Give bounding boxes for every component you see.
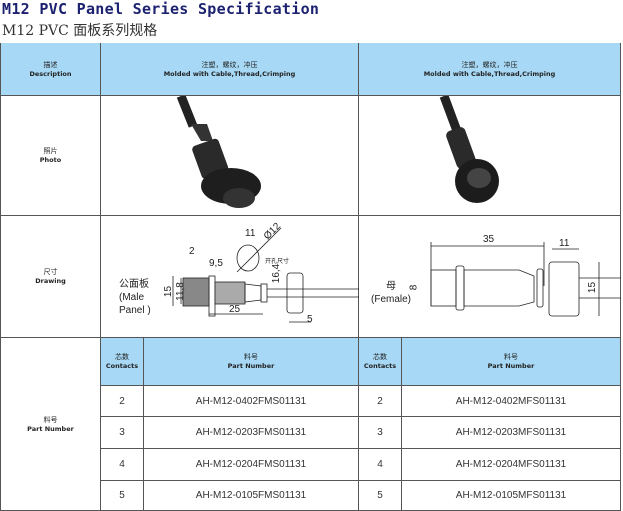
- table-row-2-contacts-female: 3: [359, 417, 402, 449]
- table-row-3-part-male: AH-M12-0204FMS01131: [144, 449, 359, 481]
- table-row-2-part-female: AH-M12-0203MFS01131: [402, 417, 621, 449]
- header-male-en: Molded with Cable,Thread,Crimping: [163, 69, 296, 78]
- photo-male-cell: [101, 96, 359, 216]
- table-row-1-part-female: AH-M12-0402MFS01131: [402, 386, 621, 417]
- dim-9-5: 9,5: [209, 258, 223, 269]
- dim-8: 8: [408, 284, 420, 291]
- table-row-4-part-male: AH-M12-0105FMS01131: [144, 481, 359, 511]
- table-row-1-contacts-female: 2: [359, 386, 402, 417]
- header-female: 注塑，螺纹，冲压 Molded with Cable,Thread,Crimpi…: [359, 43, 621, 96]
- dim-11-female: 11: [559, 238, 570, 249]
- header-description: 描述 Description: [0, 43, 101, 96]
- header-desc-cn: 描述: [43, 60, 58, 69]
- pn-cn-1: 料号: [244, 353, 258, 361]
- contacts-en-1: Contacts: [105, 362, 139, 370]
- header-male-cn: 注塑，螺纹，冲压: [201, 60, 258, 69]
- pn-label-cn: 料号: [43, 415, 58, 424]
- table-row-4-part-female: AH-M12-0105MFS01131: [402, 481, 621, 511]
- drawing-label: 尺寸 Drawing: [0, 216, 101, 338]
- drawing-female-cell: 母 (Female) 35 11 8 15: [359, 216, 621, 338]
- header-female-cn: 注塑，螺纹，冲压: [461, 60, 518, 69]
- dim-5: 5: [307, 314, 313, 325]
- dim-25: 25: [229, 304, 241, 315]
- table-row-1-contacts-male: 2: [101, 386, 144, 417]
- dim-35: 35: [483, 234, 495, 245]
- table-row-2-part-male: AH-M12-0203FMS01131: [144, 417, 359, 449]
- drawing-cn: 尺寸: [43, 268, 58, 276]
- pn-en-1: Part Number: [227, 362, 275, 370]
- table-row-3-contacts-female: 4: [359, 449, 402, 481]
- dim-2: 2: [189, 246, 195, 257]
- dim-11-8: 11,8: [174, 282, 186, 301]
- pn-header-1: 料号 Part Number: [144, 338, 359, 386]
- table-row-4-contacts-female: 5: [359, 481, 402, 511]
- contacts-cn-1: 芯数: [115, 353, 129, 361]
- male-label-en2: Panel ): [119, 305, 151, 316]
- pn-cn-2: 料号: [504, 353, 518, 361]
- dim-16-4: 16,4: [271, 263, 283, 284]
- drawing-en: Drawing: [35, 277, 66, 285]
- contacts-cn-2: 芯数: [373, 353, 387, 361]
- contacts-header-1: 芯数 Contacts: [101, 338, 144, 386]
- contacts-en-2: Contacts: [363, 362, 397, 370]
- male-label-cn: 公面板: [119, 279, 149, 290]
- header-male: 注塑，螺纹，冲压 Molded with Cable,Thread,Crimpi…: [101, 43, 359, 96]
- pn-header-2: 料号 Part Number: [402, 338, 621, 386]
- part-number-label: 料号 Part Number: [0, 338, 101, 511]
- table-row-1-part-male: AH-M12-0402FMS01131: [144, 386, 359, 417]
- female-connector-photo: [439, 96, 499, 203]
- photo-female-cell: [359, 96, 621, 216]
- hole-size-label: 开孔尺寸: [265, 259, 290, 265]
- male-connector-photo: [176, 96, 261, 208]
- table-row-3-contacts-male: 4: [101, 449, 144, 481]
- drawing-male-cell: 公面板 (Male Panel ) 2 9,5 11 Ø12 开孔尺寸 15 1…: [101, 216, 359, 338]
- photo-label: 照片 Photo: [0, 96, 101, 216]
- dim-11: 11: [245, 228, 256, 239]
- page-title: M12 PVC Panel Series Specification: [2, 0, 320, 18]
- table-row-3-part-female: AH-M12-0204MFS01131: [402, 449, 621, 481]
- male-label-en1: (Male: [119, 292, 145, 303]
- header-desc-en: Description: [29, 69, 72, 78]
- photo-cn: 照片: [43, 147, 58, 155]
- dim-15-female: 15: [587, 281, 599, 294]
- dim-15: 15: [163, 285, 175, 298]
- photo-en: Photo: [39, 156, 62, 164]
- female-label-en: (Female): [371, 294, 412, 305]
- contacts-header-2: 芯数 Contacts: [359, 338, 402, 386]
- pn-en-2: Part Number: [487, 362, 535, 370]
- male-panel-drawing: [172, 227, 359, 323]
- page-subtitle: M12 PVC 面板系列规格: [2, 23, 158, 39]
- header-female-en: Molded with Cable,Thread,Crimping: [423, 69, 556, 78]
- table-row-4-contacts-male: 5: [101, 481, 144, 511]
- pn-label-en: Part Number: [27, 424, 74, 433]
- table-row-2-contacts-male: 3: [101, 417, 144, 449]
- female-label-cn: 母: [386, 281, 396, 292]
- female-drawing: [430, 242, 621, 317]
